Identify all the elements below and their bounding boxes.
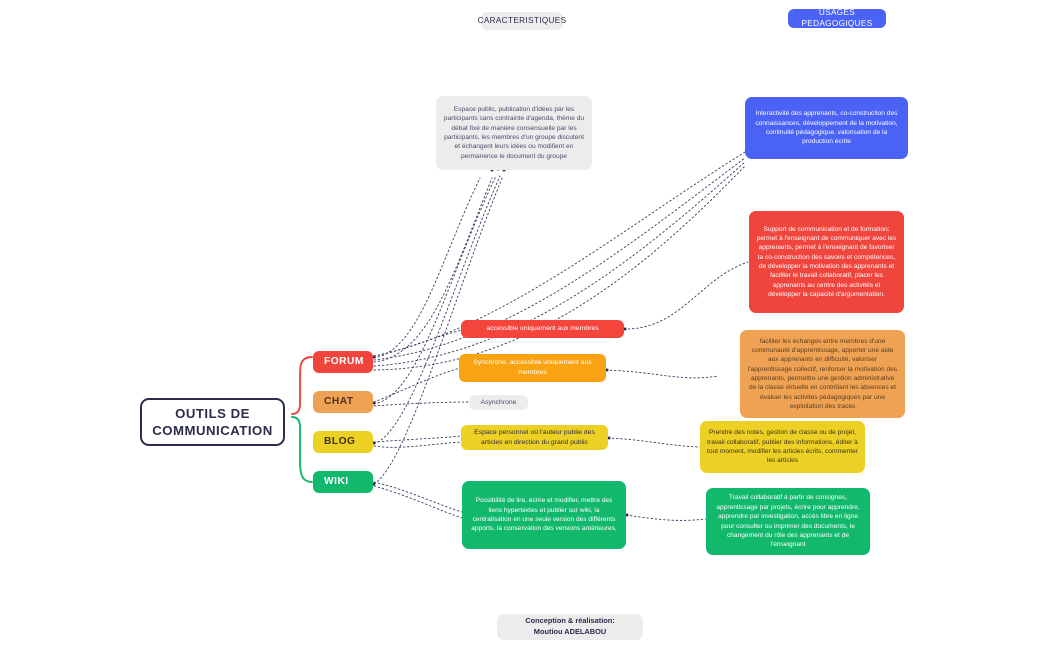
header-characteristics-label: CARACTERISTIQUES xyxy=(477,15,567,25)
card-characteristics-blog-mode[interactable]: Asynchrone xyxy=(469,395,528,410)
branch-node-wiki[interactable]: WIKI xyxy=(313,471,373,493)
branch-label-chat: CHAT xyxy=(324,396,354,408)
card-characteristics-blog-text: Espace personnel où l'auteur publie des … xyxy=(474,428,595,446)
card-usages-chat-extra-text: faciliter les échanges entre membres d'u… xyxy=(747,337,898,411)
branch-label-forum: FORUM xyxy=(324,356,364,368)
footer-credit-line1: Conception & réalisation: xyxy=(525,616,615,626)
card-characteristics-blog-mode-text: Asynchrone xyxy=(480,398,517,406)
branch-node-forum[interactable]: FORUM xyxy=(313,351,373,373)
branch-label-blog: BLOG xyxy=(324,436,356,448)
footer-credit: Conception & réalisation: Moutiou ADELAB… xyxy=(497,614,643,640)
card-characteristics-wiki[interactable]: Possibilité de lire, écrire et modifier,… xyxy=(462,481,626,549)
card-usages-forum[interactable]: Interactivité des apprenants, co-constru… xyxy=(745,97,908,159)
card-characteristics-chat[interactable]: Synchrone, accessible uniquement aux mem… xyxy=(459,354,606,382)
card-characteristics-chat-text: Synchrone, accessible uniquement aux mem… xyxy=(473,359,592,376)
card-characteristics-forum-access-text: accessible uniquement aux membres xyxy=(486,325,599,333)
branch-label-wiki: WIKI xyxy=(324,476,349,488)
branch-node-blog[interactable]: BLOG xyxy=(313,431,373,453)
card-characteristics-forum[interactable]: Espace public, publication d'idées par l… xyxy=(436,96,592,170)
card-usages-blog-text: Prendre des notes, gestion de classe ou … xyxy=(707,429,858,465)
header-usages-label: USAGES PEDAGOGIQUES xyxy=(801,8,873,28)
card-usages-chat[interactable]: Support de communication et de formation… xyxy=(749,211,904,313)
header-chip-characteristics[interactable]: CARACTERISTIQUES xyxy=(478,12,566,30)
central-node-line1: OUTILS DE xyxy=(175,405,250,421)
card-usages-forum-text: Interactivité des apprenants, co-constru… xyxy=(755,110,898,146)
card-characteristics-forum-text: Espace public, publication d'idées par l… xyxy=(443,105,585,160)
central-node-line2: COMMUNICATION xyxy=(152,423,273,438)
card-usages-chat-text: Support de communication et de formation… xyxy=(756,225,897,299)
branch-node-chat[interactable]: CHAT xyxy=(313,391,373,413)
card-usages-wiki[interactable]: Travail collaboratif à partir de consign… xyxy=(706,488,870,555)
card-characteristics-wiki-text: Possibilité de lire, écrire et modifier,… xyxy=(471,497,617,533)
footer-credit-line2: Moutiou ADELABOU xyxy=(533,627,607,636)
card-usages-blog[interactable]: Prendre des notes, gestion de classe ou … xyxy=(700,421,865,473)
card-usages-wiki-text: Travail collaboratif à partir de consign… xyxy=(716,494,860,549)
card-characteristics-blog[interactable]: Espace personnel où l'auteur publie des … xyxy=(461,425,608,450)
header-chip-usages[interactable]: USAGES PEDAGOGIQUES xyxy=(788,8,886,28)
central-node[interactable]: OUTILS DE COMMUNICATION xyxy=(140,398,285,446)
card-usages-chat-extra[interactable]: faciliter les échanges entre membres d'u… xyxy=(740,330,905,418)
card-characteristics-forum-access[interactable]: accessible uniquement aux membres xyxy=(461,320,624,338)
